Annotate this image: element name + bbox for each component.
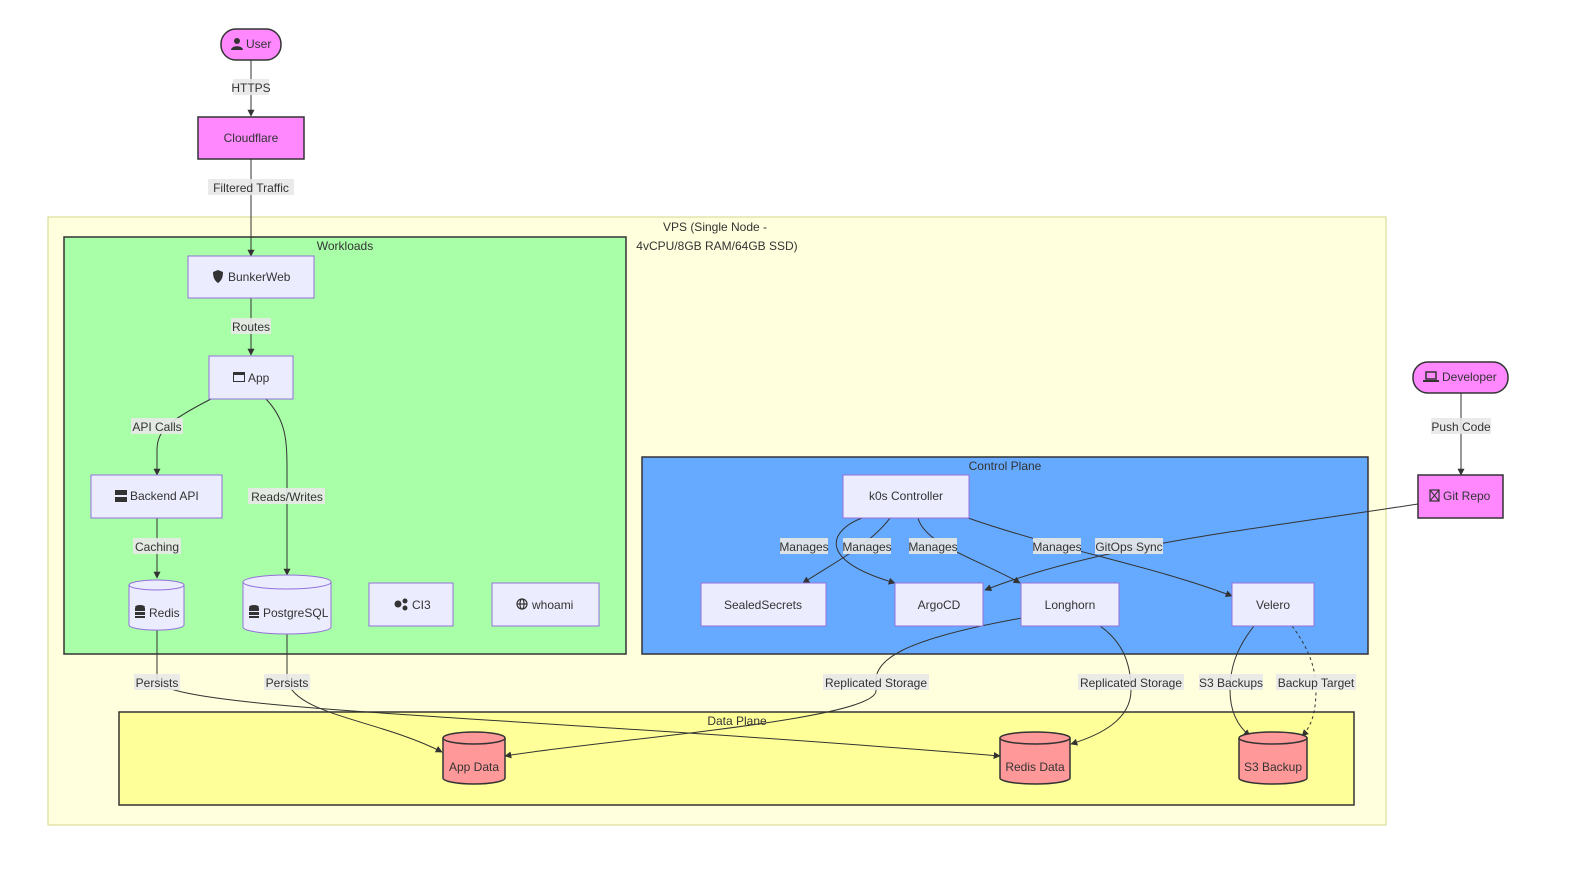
edge-label-gitops: GitOps Sync (1095, 540, 1162, 554)
node-whoami-label: whoami (531, 598, 573, 612)
node-cloudflare[interactable]: Cloudflare (197, 116, 305, 160)
node-user[interactable]: User (220, 28, 282, 61)
edge-label-caching: Caching (135, 540, 179, 554)
node-s3backup[interactable]: S3 Backup (1238, 731, 1308, 785)
node-user-label: User (246, 37, 271, 51)
edge-label-filtered: Filtered Traffic (213, 181, 289, 195)
edge-label-manages-1: Manages (779, 540, 828, 554)
edge-label-manages-4: Manages (1032, 540, 1081, 554)
edge-label-manages-3: Manages (908, 540, 957, 554)
edge-app-postgres (265, 398, 291, 576)
edge-label-persists-1: Persists (136, 676, 179, 690)
edge-longhorn-redisdata (1070, 625, 1132, 746)
control-plane-title: Control Plane (969, 459, 1042, 473)
node-postgres-label: PostgreSQL (263, 606, 329, 620)
edge-label-persists-2: Persists (266, 676, 309, 690)
node-backend[interactable]: Backend API (90, 474, 223, 519)
node-developer[interactable]: Developer (1412, 361, 1509, 394)
server-icon (115, 490, 127, 502)
node-gitrepo-label: Git Repo (1443, 489, 1491, 503)
edge-label-push: Push Code (1431, 420, 1491, 434)
node-appdata-label: App Data (449, 760, 499, 774)
shield-icon (213, 270, 223, 283)
node-velero-label: Velero (1256, 598, 1290, 612)
data-plane-title: Data Plane (707, 714, 767, 728)
edge-label-replicated-1: Replicated Storage (825, 676, 927, 690)
globe-icon (516, 598, 528, 610)
user-icon (231, 38, 243, 50)
node-ci3-label: CI3 (412, 598, 431, 612)
edge-label-manages-2: Manages (842, 540, 891, 554)
edge-label-https: HTTPS (231, 81, 270, 95)
data-plane-group (118, 711, 1355, 806)
edge-k0s-velero (967, 517, 1233, 598)
node-sealed-label: SealedSecrets (724, 598, 802, 612)
workloads-title: Workloads (317, 239, 373, 253)
node-argocd[interactable]: ArgoCD (894, 582, 984, 627)
laptop-icon (1423, 371, 1439, 382)
edge-labels: HTTPS Filtered Traffic Routes API Calls … (131, 79, 1491, 690)
database-icon (135, 605, 145, 618)
edge-label-api-calls: API Calls (132, 420, 181, 434)
node-developer-label: Developer (1442, 370, 1497, 384)
node-ci3[interactable]: CI3 (368, 582, 454, 627)
edge-label-replicated-2: Replicated Storage (1080, 676, 1182, 690)
node-postgres[interactable]: PostgreSQL (242, 574, 332, 635)
node-redis-label: Redis (149, 606, 180, 620)
edge-gitrepo-argocd (984, 503, 1419, 591)
node-bunkerweb[interactable]: BunkerWeb (187, 255, 315, 299)
vps-title-line-1: VPS (Single Node - (663, 220, 767, 234)
edge-label-backup-target: Backup Target (1278, 676, 1355, 690)
window-icon (233, 372, 245, 382)
node-redisdata-label: Redis Data (1005, 760, 1065, 774)
node-gitrepo[interactable]: Git Repo (1417, 474, 1504, 519)
node-argocd-label: ArgoCD (918, 598, 961, 612)
node-k0s-label: k0s Controller (869, 489, 943, 503)
edge-label-routes: Routes (232, 320, 270, 334)
node-velero[interactable]: Velero (1231, 582, 1315, 627)
node-app[interactable]: App (208, 355, 294, 400)
git-icon (1429, 489, 1440, 502)
vps-title-line-2: 4vCPU/8GB RAM/64GB SSD) (636, 239, 797, 253)
node-redisdata[interactable]: Redis Data (999, 731, 1071, 785)
database-icon (249, 605, 259, 618)
node-cloudflare-label: Cloudflare (224, 131, 279, 145)
node-longhorn-label: Longhorn (1045, 598, 1096, 612)
gears-icon (394, 598, 408, 611)
edge-label-s3-backups: S3 Backups (1199, 676, 1263, 690)
node-redis[interactable]: Redis (128, 579, 185, 631)
node-bunkerweb-label: BunkerWeb (228, 270, 291, 284)
node-sealed[interactable]: SealedSecrets (700, 582, 827, 627)
node-s3backup-label: S3 Backup (1244, 760, 1302, 774)
node-app-label: App (248, 371, 270, 385)
edge-label-reads-writes: Reads/Writes (251, 490, 323, 504)
node-whoami[interactable]: whoami (491, 582, 600, 627)
node-backend-label: Backend API (130, 489, 199, 503)
edge-k0s-argocd (835, 517, 896, 585)
edge-longhorn-appdata (504, 617, 1023, 759)
node-k0s[interactable]: k0s Controller (842, 474, 970, 519)
node-appdata[interactable]: App Data (442, 731, 506, 785)
node-longhorn[interactable]: Longhorn (1020, 582, 1120, 627)
